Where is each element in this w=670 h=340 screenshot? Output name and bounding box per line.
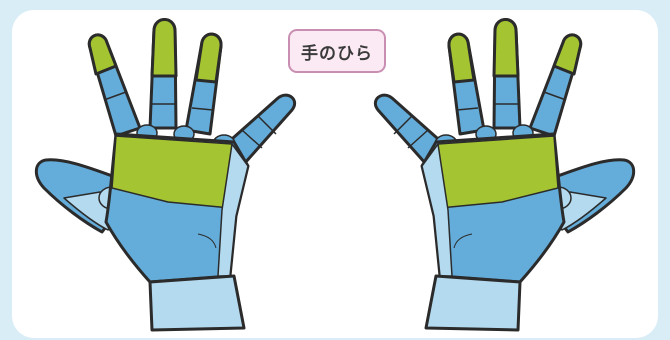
title-label: 手のひら: [301, 39, 373, 64]
title-badge: 手のひら: [288, 29, 386, 73]
left-hand-palm: [36, 20, 294, 331]
right-hand-palm: [375, 20, 633, 331]
